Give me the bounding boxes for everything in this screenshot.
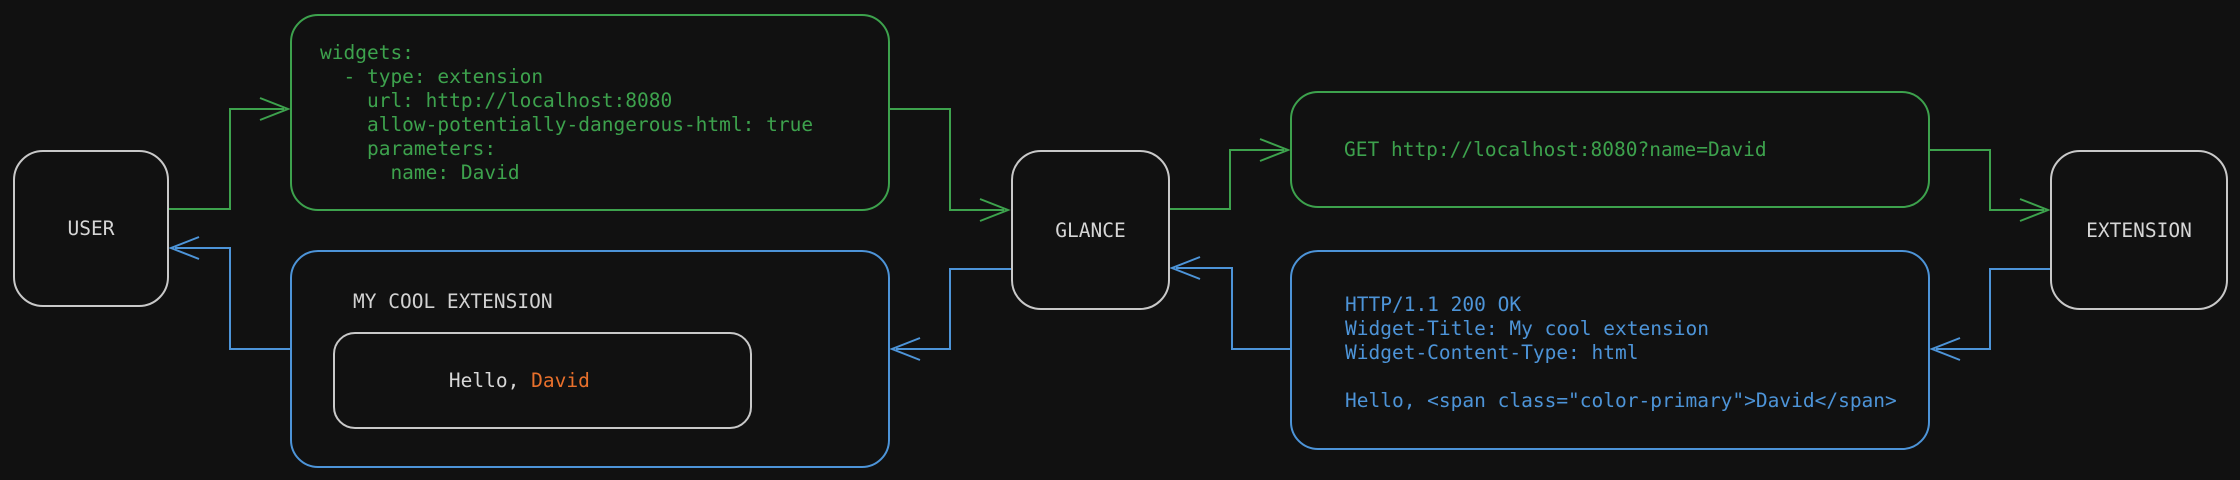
arrowhead-into-widget-box	[889, 337, 921, 361]
http-request-code: GET http://localhost:8080?name=David	[1344, 137, 1767, 161]
greeting-name: David	[531, 369, 590, 392]
arrowhead-into-glance-response	[1169, 256, 1201, 280]
http-request-box: GET http://localhost:8080?name=David	[1290, 91, 1930, 208]
connector-widget-to-user	[175, 247, 290, 350]
arrowhead-into-user	[168, 236, 200, 260]
extension-node-label: EXTENSION	[2086, 218, 2192, 242]
extension-node: EXTENSION	[2050, 150, 2228, 310]
user-node-label: USER	[67, 217, 115, 240]
widget-config-yaml-box: widgets: - type: extension url: http://l…	[290, 14, 890, 211]
connector-request-to-extension	[1930, 149, 2044, 211]
glance-node-label: GLANCE	[1055, 218, 1126, 242]
response-flow-arrows	[168, 236, 2050, 361]
glance-node: GLANCE	[1011, 150, 1170, 310]
connector-glance-to-request	[1170, 149, 1284, 210]
user-node: USER	[13, 150, 169, 307]
arrowhead-into-config	[259, 97, 291, 121]
arrowhead-into-extension	[2019, 198, 2051, 222]
arrowhead-into-glance-request	[979, 198, 1011, 222]
widget-title: MY COOL EXTENSION	[353, 290, 553, 313]
http-response-code: HTTP/1.1 200 OK Widget-Title: My cool ex…	[1345, 293, 1897, 412]
request-flow-arrows	[169, 97, 2051, 222]
greeting-prefix: Hello,	[448, 369, 532, 392]
arrowhead-into-response-box	[1929, 337, 1961, 361]
connector-config-to-glance	[890, 108, 1004, 211]
widget-content-frame: Hello, David	[333, 332, 752, 429]
connector-response-to-glance	[1176, 267, 1290, 350]
connector-glance-to-widget	[896, 268, 1011, 350]
connector-user-to-config	[169, 108, 284, 210]
rendered-widget-box: MY COOL EXTENSION Hello, David	[290, 250, 890, 468]
http-response-box: HTTP/1.1 200 OK Widget-Title: My cool ex…	[1290, 250, 1930, 450]
connector-extension-to-response	[1936, 268, 2050, 350]
greeting-text: Hello, David	[335, 346, 590, 415]
widget-config-yaml-code: widgets: - type: extension url: http://l…	[320, 41, 814, 184]
arrowhead-into-request-box	[1259, 138, 1291, 162]
